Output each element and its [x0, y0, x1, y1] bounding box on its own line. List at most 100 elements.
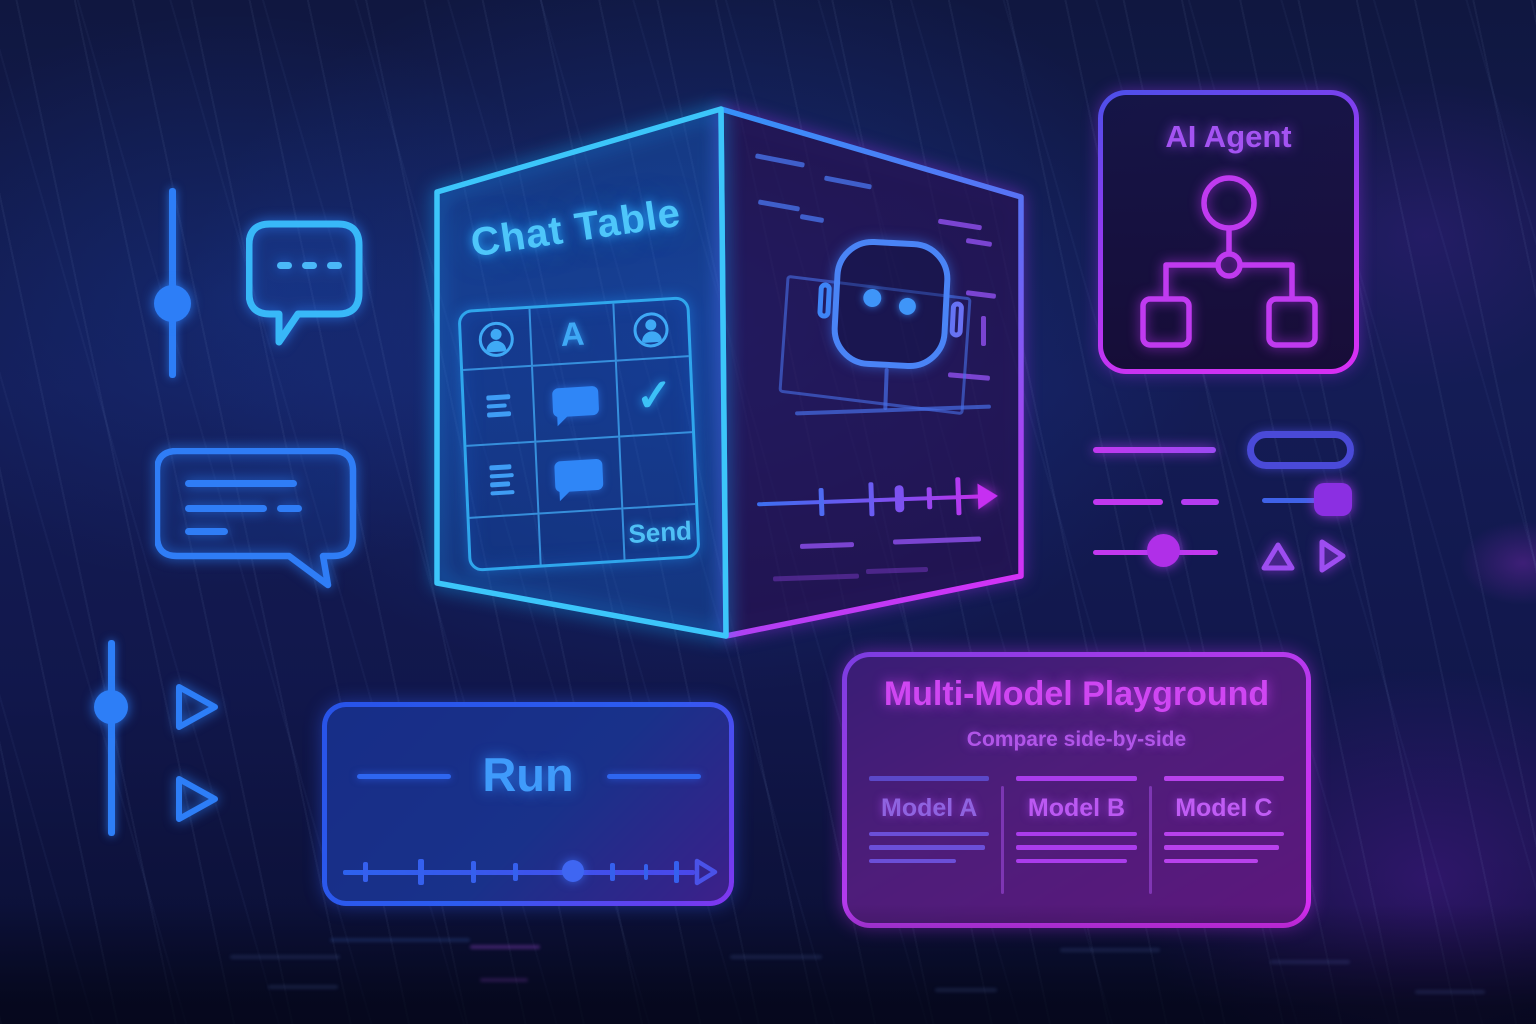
dash-line	[772, 573, 860, 581]
cube-title: Chat Table	[467, 190, 684, 266]
timeline-tick	[674, 861, 679, 883]
timeline-tick	[610, 863, 615, 881]
send-label: Send	[627, 514, 693, 549]
table-cell-message	[533, 361, 620, 443]
timeline-handle[interactable]	[562, 860, 584, 882]
column-header-line	[1163, 776, 1284, 781]
table-cell-empty	[469, 514, 542, 569]
table-cell-check: ✓	[616, 357, 693, 438]
timeline-tick	[818, 487, 825, 517]
play-icon[interactable]	[1317, 537, 1347, 575]
vertical-slider-track[interactable]	[108, 640, 115, 836]
timeline-tick	[513, 863, 518, 881]
timeline-tick	[955, 477, 962, 516]
timeline-track[interactable]	[343, 870, 695, 875]
dash-line	[965, 237, 993, 247]
reflection-streak	[1060, 948, 1160, 952]
dash-line	[965, 290, 997, 299]
send-button[interactable]: Send	[623, 505, 697, 559]
run-timeline	[343, 853, 721, 895]
reflection-streak	[230, 955, 340, 959]
ai-agent-panel: AI Agent	[1098, 90, 1359, 374]
dash-tick	[981, 316, 986, 346]
text-line	[1016, 845, 1137, 850]
dash-line	[892, 536, 982, 545]
vertical-slider-track[interactable]	[169, 188, 176, 378]
text-line	[1016, 858, 1128, 863]
dash-line	[1181, 499, 1219, 505]
play-icon[interactable]	[693, 858, 719, 886]
slider-track[interactable]	[1262, 498, 1334, 503]
dash-line	[607, 774, 701, 779]
vertical-slider-knob[interactable]	[94, 690, 128, 724]
robot-head	[829, 237, 953, 371]
triangle-up-icon[interactable]	[1261, 541, 1295, 573]
run-button-panel[interactable]: Run	[322, 702, 734, 906]
table-cell-user	[460, 308, 534, 371]
model-label: Model A	[881, 793, 978, 822]
dash-line	[824, 175, 872, 190]
cube-timeline	[756, 474, 1002, 529]
dash-line	[799, 542, 855, 549]
playground-title: Multi-Model Playground	[883, 675, 1270, 713]
text-line	[1016, 831, 1137, 836]
robot-ear	[817, 282, 833, 319]
chat-table-grid: A ✓ Send	[457, 296, 701, 572]
robot-icon	[817, 237, 965, 371]
table-cell-message	[536, 437, 623, 515]
slider-handle[interactable]	[1147, 534, 1180, 567]
run-label: Run	[482, 748, 574, 801]
speech-bubble-text-icon	[155, 448, 357, 589]
playground-subtitle: Compare side-by-side	[966, 728, 1187, 751]
reflection-streak	[935, 988, 997, 992]
table-cell-lines	[463, 366, 537, 447]
model-label: Model B	[1027, 793, 1126, 822]
reflection-streak	[1415, 990, 1485, 994]
dash-line	[1093, 499, 1163, 505]
model-column: Model B	[1016, 776, 1137, 863]
user-icon	[477, 320, 515, 358]
model-label: Model C	[1175, 793, 1273, 822]
vertical-slider-knob[interactable]	[154, 285, 191, 322]
dash-line	[755, 153, 805, 168]
column-divider	[1001, 786, 1005, 894]
timeline-tick	[868, 482, 875, 517]
model-column: Model A	[869, 776, 990, 863]
table-cell-empty	[539, 509, 626, 565]
chat-bubble-icon	[554, 458, 604, 493]
slider-handle[interactable]	[1314, 483, 1352, 516]
timeline-tick	[894, 485, 905, 513]
check-icon: ✓	[634, 370, 674, 422]
timeline-tick	[644, 864, 648, 880]
toggle-pill[interactable]	[1247, 431, 1354, 469]
column-header-line	[869, 776, 990, 781]
dash-line	[937, 218, 983, 230]
dash-line	[799, 213, 825, 223]
text-line	[1163, 845, 1280, 850]
text-line	[869, 858, 956, 863]
robot-ear	[949, 301, 965, 338]
speech-bubble-ellipsis-icon	[246, 220, 363, 346]
timeline-arrow-icon[interactable]	[977, 482, 999, 510]
timeline-tick	[363, 862, 368, 882]
play-button-icon[interactable]	[172, 681, 222, 733]
text-line	[1163, 858, 1258, 863]
reflection-streak	[268, 985, 338, 989]
play-button-icon[interactable]	[172, 773, 222, 825]
slider-track[interactable]	[1093, 447, 1216, 453]
playground-panel: Multi-Model Playground Compare side-by-s…	[842, 652, 1311, 928]
text-lines-icon	[489, 464, 515, 496]
table-cell-letter: A	[530, 303, 617, 367]
timeline-tick	[418, 859, 424, 885]
reflection-streak	[730, 955, 822, 959]
table-cell-user	[614, 299, 689, 362]
text-lines-icon	[486, 394, 512, 418]
model-columns: Model A Model B Model C	[869, 776, 1284, 894]
ai-agent-title: AI Agent	[1165, 119, 1292, 154]
user-icon	[633, 310, 670, 348]
dash-line	[757, 199, 801, 212]
water-reflection	[0, 904, 1536, 1024]
dash-line	[865, 566, 929, 574]
text-line	[869, 845, 985, 850]
